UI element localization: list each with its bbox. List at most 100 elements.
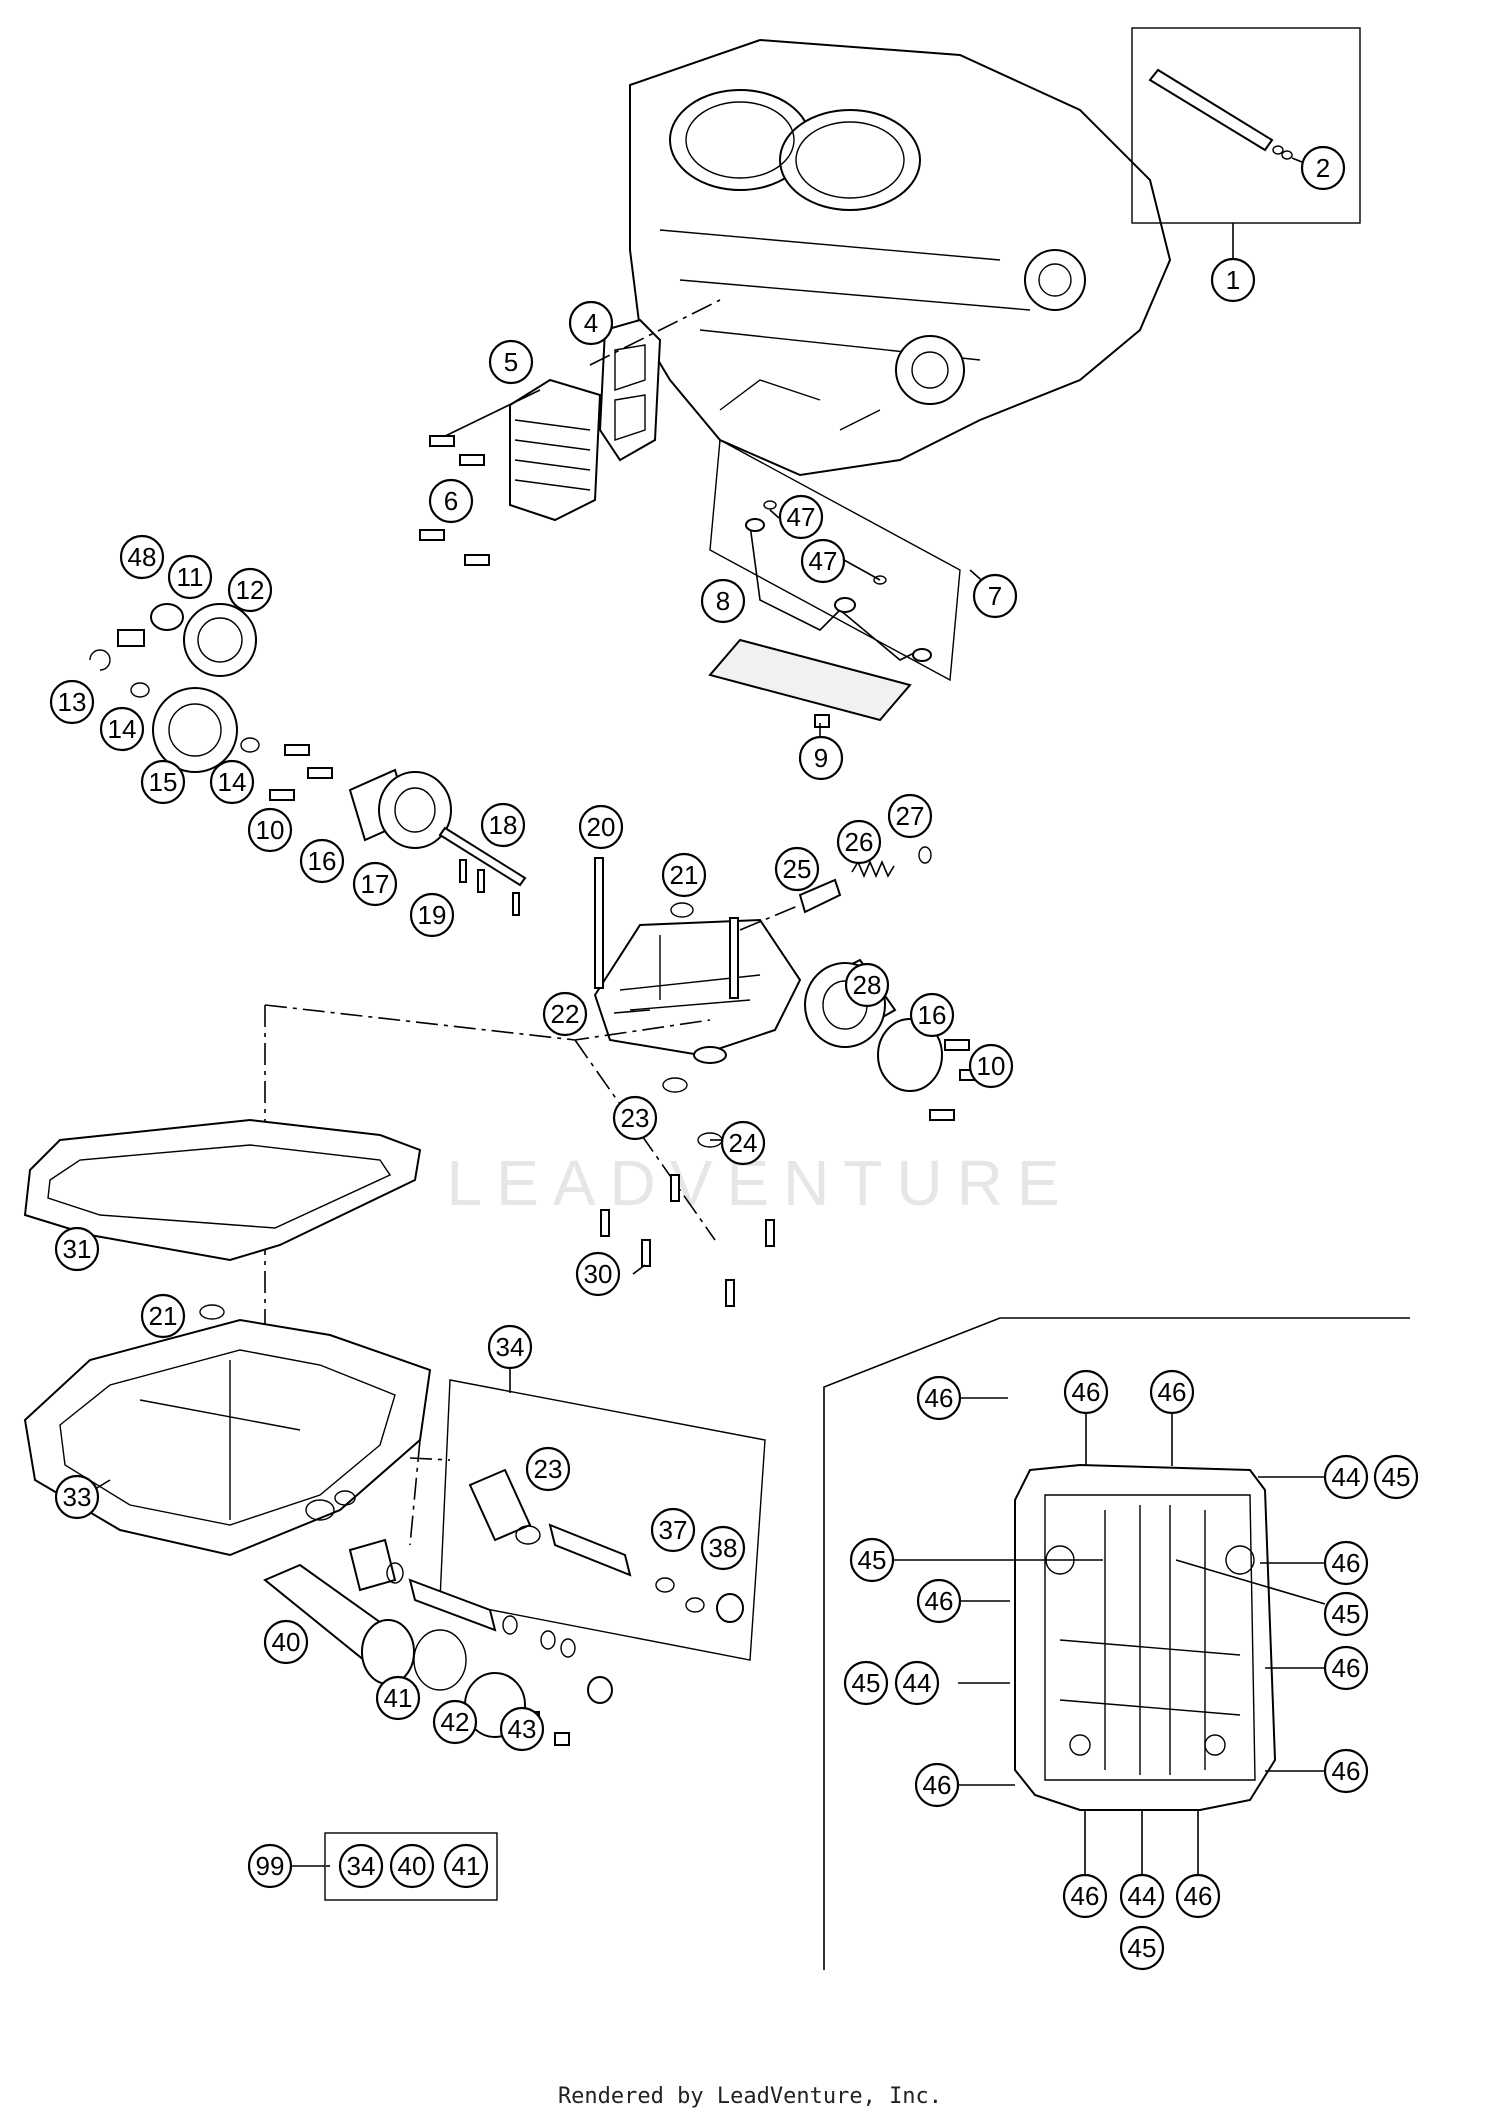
callout: 8 xyxy=(700,578,746,624)
callout: 99 xyxy=(247,1843,293,1889)
oil-strainer xyxy=(468,1468,744,1623)
svg-text:46: 46 xyxy=(1332,1548,1361,1578)
relief-valve xyxy=(798,846,932,914)
svg-text:17: 17 xyxy=(361,869,390,899)
callout: 25 xyxy=(774,846,820,892)
callout: 46 xyxy=(916,1578,962,1624)
svg-text:28: 28 xyxy=(853,970,882,1000)
callout: 38 xyxy=(700,1525,746,1571)
svg-text:45: 45 xyxy=(858,1545,887,1575)
callout: 46 xyxy=(1323,1748,1369,1794)
callout: 45 xyxy=(1119,1925,1165,1971)
engine-crankcase xyxy=(629,38,1172,477)
callout: 46 xyxy=(916,1375,962,1421)
svg-text:44: 44 xyxy=(903,1668,932,1698)
callout: 6 xyxy=(428,478,474,524)
svg-text:46: 46 xyxy=(1332,1756,1361,1786)
svg-text:1: 1 xyxy=(1226,265,1240,295)
oil-pump-housing xyxy=(593,857,802,1064)
watermark-text: LEADVENTURE xyxy=(447,1147,1074,1219)
svg-text:44: 44 xyxy=(1128,1881,1157,1911)
callout: 34 xyxy=(338,1843,384,1889)
svg-text:38: 38 xyxy=(709,1533,738,1563)
callout: 46 xyxy=(1175,1873,1221,1919)
svg-text:14: 14 xyxy=(218,767,247,797)
callout: 46 xyxy=(914,1762,960,1808)
part-34-box xyxy=(439,1379,766,1661)
oil-pan xyxy=(23,1318,432,1557)
svg-text:34: 34 xyxy=(496,1332,525,1362)
callout: 5 xyxy=(488,339,534,385)
svg-text:19: 19 xyxy=(418,900,447,930)
svg-text:40: 40 xyxy=(272,1627,301,1657)
svg-text:13: 13 xyxy=(58,687,87,717)
callout: 37 xyxy=(650,1507,696,1553)
svg-text:10: 10 xyxy=(256,815,285,845)
callout: 33 xyxy=(54,1474,100,1520)
callout: 26 xyxy=(836,819,882,865)
oil-tube-part xyxy=(1148,68,1293,160)
callout: 45 xyxy=(843,1660,889,1706)
svg-text:16: 16 xyxy=(918,1000,947,1030)
detail-leaders xyxy=(893,1397,1326,1875)
svg-text:33: 33 xyxy=(63,1482,92,1512)
svg-text:11: 11 xyxy=(177,562,204,592)
svg-text:16: 16 xyxy=(308,846,337,876)
svg-text:23: 23 xyxy=(621,1103,650,1133)
svg-text:31: 31 xyxy=(63,1234,92,1264)
callout: 10 xyxy=(247,807,293,853)
svg-text:40: 40 xyxy=(398,1851,427,1881)
callout: 44 xyxy=(1323,1454,1369,1500)
svg-text:27: 27 xyxy=(896,801,925,831)
svg-text:46: 46 xyxy=(925,1586,954,1616)
callout: 43 xyxy=(499,1706,545,1752)
callout: 40 xyxy=(263,1619,309,1665)
callout: 24 xyxy=(720,1120,766,1166)
svg-text:9: 9 xyxy=(814,743,828,773)
svg-text:45: 45 xyxy=(1128,1933,1157,1963)
callout: 44 xyxy=(894,1660,940,1706)
cooler-bolts xyxy=(419,435,490,566)
callout: 16 xyxy=(299,838,345,884)
oil-pan-detail xyxy=(1014,1463,1277,1811)
callout: 45 xyxy=(849,1537,895,1583)
svg-text:43: 43 xyxy=(508,1714,537,1744)
svg-text:24: 24 xyxy=(729,1128,758,1158)
callout: 46 xyxy=(1149,1369,1195,1415)
svg-text:10: 10 xyxy=(977,1051,1006,1081)
callout: 46 xyxy=(1323,1540,1369,1586)
callout: 46 xyxy=(1323,1645,1369,1691)
callout: 34 xyxy=(487,1324,533,1370)
oil-cooler xyxy=(509,378,602,522)
svg-text:45: 45 xyxy=(1332,1599,1361,1629)
svg-text:45: 45 xyxy=(1382,1462,1411,1492)
callout: 14 xyxy=(209,759,255,805)
callout: 18 xyxy=(480,802,526,848)
callout: 23 xyxy=(612,1095,658,1141)
pan-bolts xyxy=(600,1174,775,1307)
svg-text:18: 18 xyxy=(489,810,518,840)
svg-text:15: 15 xyxy=(149,767,178,797)
callout: 4 xyxy=(568,300,614,346)
plate-screw xyxy=(814,714,830,728)
callout: 11 xyxy=(167,554,213,600)
svg-text:99: 99 xyxy=(256,1851,285,1881)
svg-text:46: 46 xyxy=(923,1770,952,1800)
callout: 41 xyxy=(443,1843,489,1889)
callout: 31 xyxy=(54,1226,100,1272)
svg-text:20: 20 xyxy=(587,812,616,842)
svg-text:21: 21 xyxy=(149,1301,178,1331)
svg-text:45: 45 xyxy=(852,1668,881,1698)
svg-text:46: 46 xyxy=(1071,1881,1100,1911)
callout: 23 xyxy=(525,1446,571,1492)
callout: 27 xyxy=(887,793,933,839)
callout: 17 xyxy=(352,861,398,907)
callout: 40 xyxy=(389,1843,435,1889)
svg-text:47: 47 xyxy=(809,546,838,576)
footer-credit: Rendered by LeadVenture, Inc. xyxy=(557,2084,943,2109)
svg-text:5: 5 xyxy=(504,347,518,377)
callout: 22 xyxy=(542,991,588,1037)
heat-shield-plate xyxy=(708,638,912,722)
callout: 46 xyxy=(1063,1369,1109,1415)
